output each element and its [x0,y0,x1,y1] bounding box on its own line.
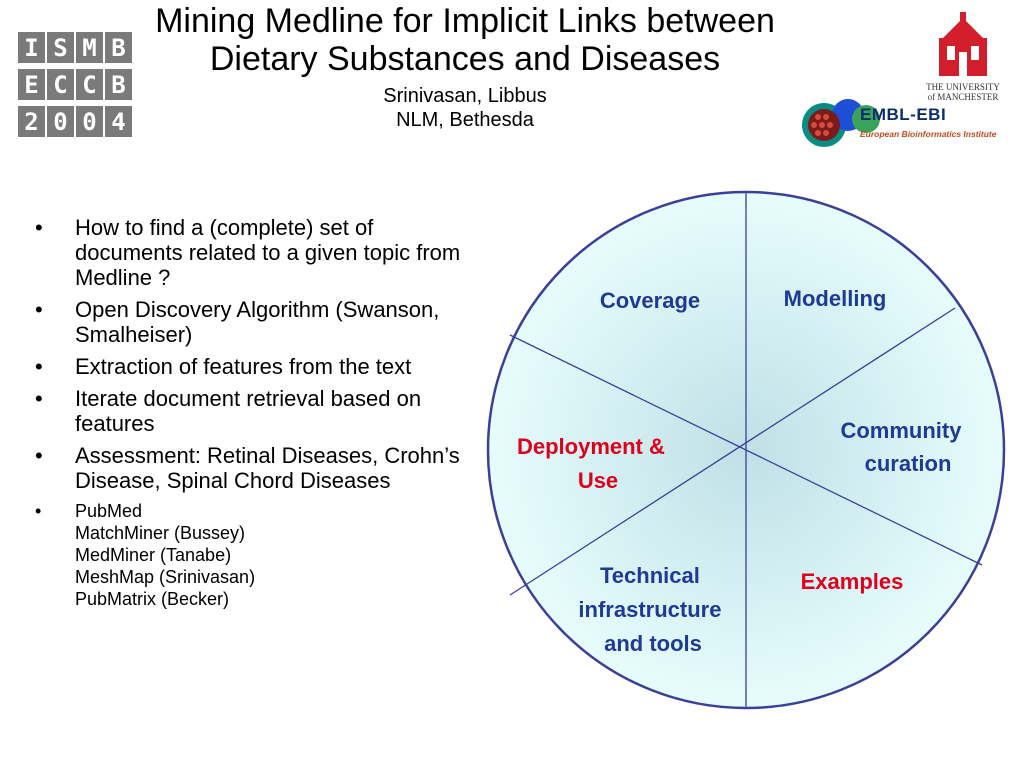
resource-item: PubMatrix (Becker) [75,589,230,609]
logo-cell: E [18,69,45,100]
logo-cell: 0 [76,106,103,137]
logo-cell: B [105,32,132,63]
resource-item: MatchMiner (Bussey) [75,523,246,543]
list-item: • Extraction of features from the text [30,354,470,379]
logo-cell: I [18,32,45,63]
bullet-icon: • [35,215,43,240]
bullet-list: • How to find a (complete) set of docume… [30,215,470,617]
logo-cell: S [47,32,74,63]
university-of-manchester-logo: THE UNIVERSITY of MANCHESTER [915,12,1011,102]
divider-line [509,334,983,566]
embl-circles-icon [802,99,880,147]
list-item-resources: • PubMed MatchMiner (Bussey) MedMiner (T… [30,500,470,610]
list-item: • Open Discovery Algorithm (Swanson, Sma… [30,297,470,347]
resource-list: PubMed MatchMiner (Bussey) MedMiner (Tan… [75,500,470,610]
embl-ebi-name: EMBL-EBI [860,105,947,124]
logo-cell: C [47,69,74,100]
divider-line [509,307,956,596]
logo-cell: C [76,69,103,100]
segment-label-examples: Examples [801,569,904,594]
bullet-icon: • [35,354,43,379]
logo-cell: B [105,69,132,100]
resource-item: PubMed [75,501,143,521]
resource-item: MedMiner (Tanabe) [75,545,232,565]
embl-ebi-logo: EMBL-EBI European Bioinformatics Institu… [800,95,1022,155]
embl-ebi-subtitle: European Bioinformatics Institute [860,129,997,139]
bullet-icon: • [35,443,43,468]
bullet-icon: • [35,501,42,521]
list-item: • How to find a (complete) set of docume… [30,215,470,290]
bullet-icon: • [35,386,43,411]
logo-cell: M [76,32,103,63]
manchester-line-1: THE UNIVERSITY [926,82,1000,92]
bullet-text: Assessment: Retinal Diseases, Crohn’s Di… [75,443,460,493]
logo-cell: 2 [18,106,45,137]
slide-title: Mining Medline for Implicit Links betwee… [155,2,775,78]
logo-cell: 0 [47,106,74,137]
title-block: Mining Medline for Implicit Links betwee… [150,0,780,132]
affiliation: NLM, Bethesda [396,109,534,131]
segment-label-modelling: Modelling [784,286,887,311]
authors: Srinivasan, Libbus [383,85,547,107]
segment-label-coverage: Coverage [600,288,700,313]
resource-item: MeshMap (Srinivasan) [75,567,256,587]
logo-cell: 4 [105,106,132,137]
list-item: • Iterate document retrieval based on fe… [30,386,470,436]
bullet-text: Iterate document retrieval based on feat… [75,386,422,436]
list-item: • Assessment: Retinal Diseases, Crohn’s … [30,443,470,493]
bullet-text: Open Discovery Algorithm (Swanson, Smalh… [75,297,440,347]
bullet-icon: • [35,297,43,322]
manchester-line-2: of MANCHESTER [927,92,999,102]
manchester-crest-icon [939,12,987,76]
bullet-text: How to find a (complete) set of document… [75,215,461,290]
circle-diagram: Coverage Modelling Community curation Ex… [486,190,1006,710]
segment-label-technical-infrastructure: Technical infrastructure and tools [578,563,727,656]
bullet-text: Extraction of features from the text [75,354,412,379]
diagram-dividers [509,192,983,708]
segment-label-community-curation: Community curation [840,418,967,476]
segment-label-deployment-use: Deployment & Use [517,434,671,493]
